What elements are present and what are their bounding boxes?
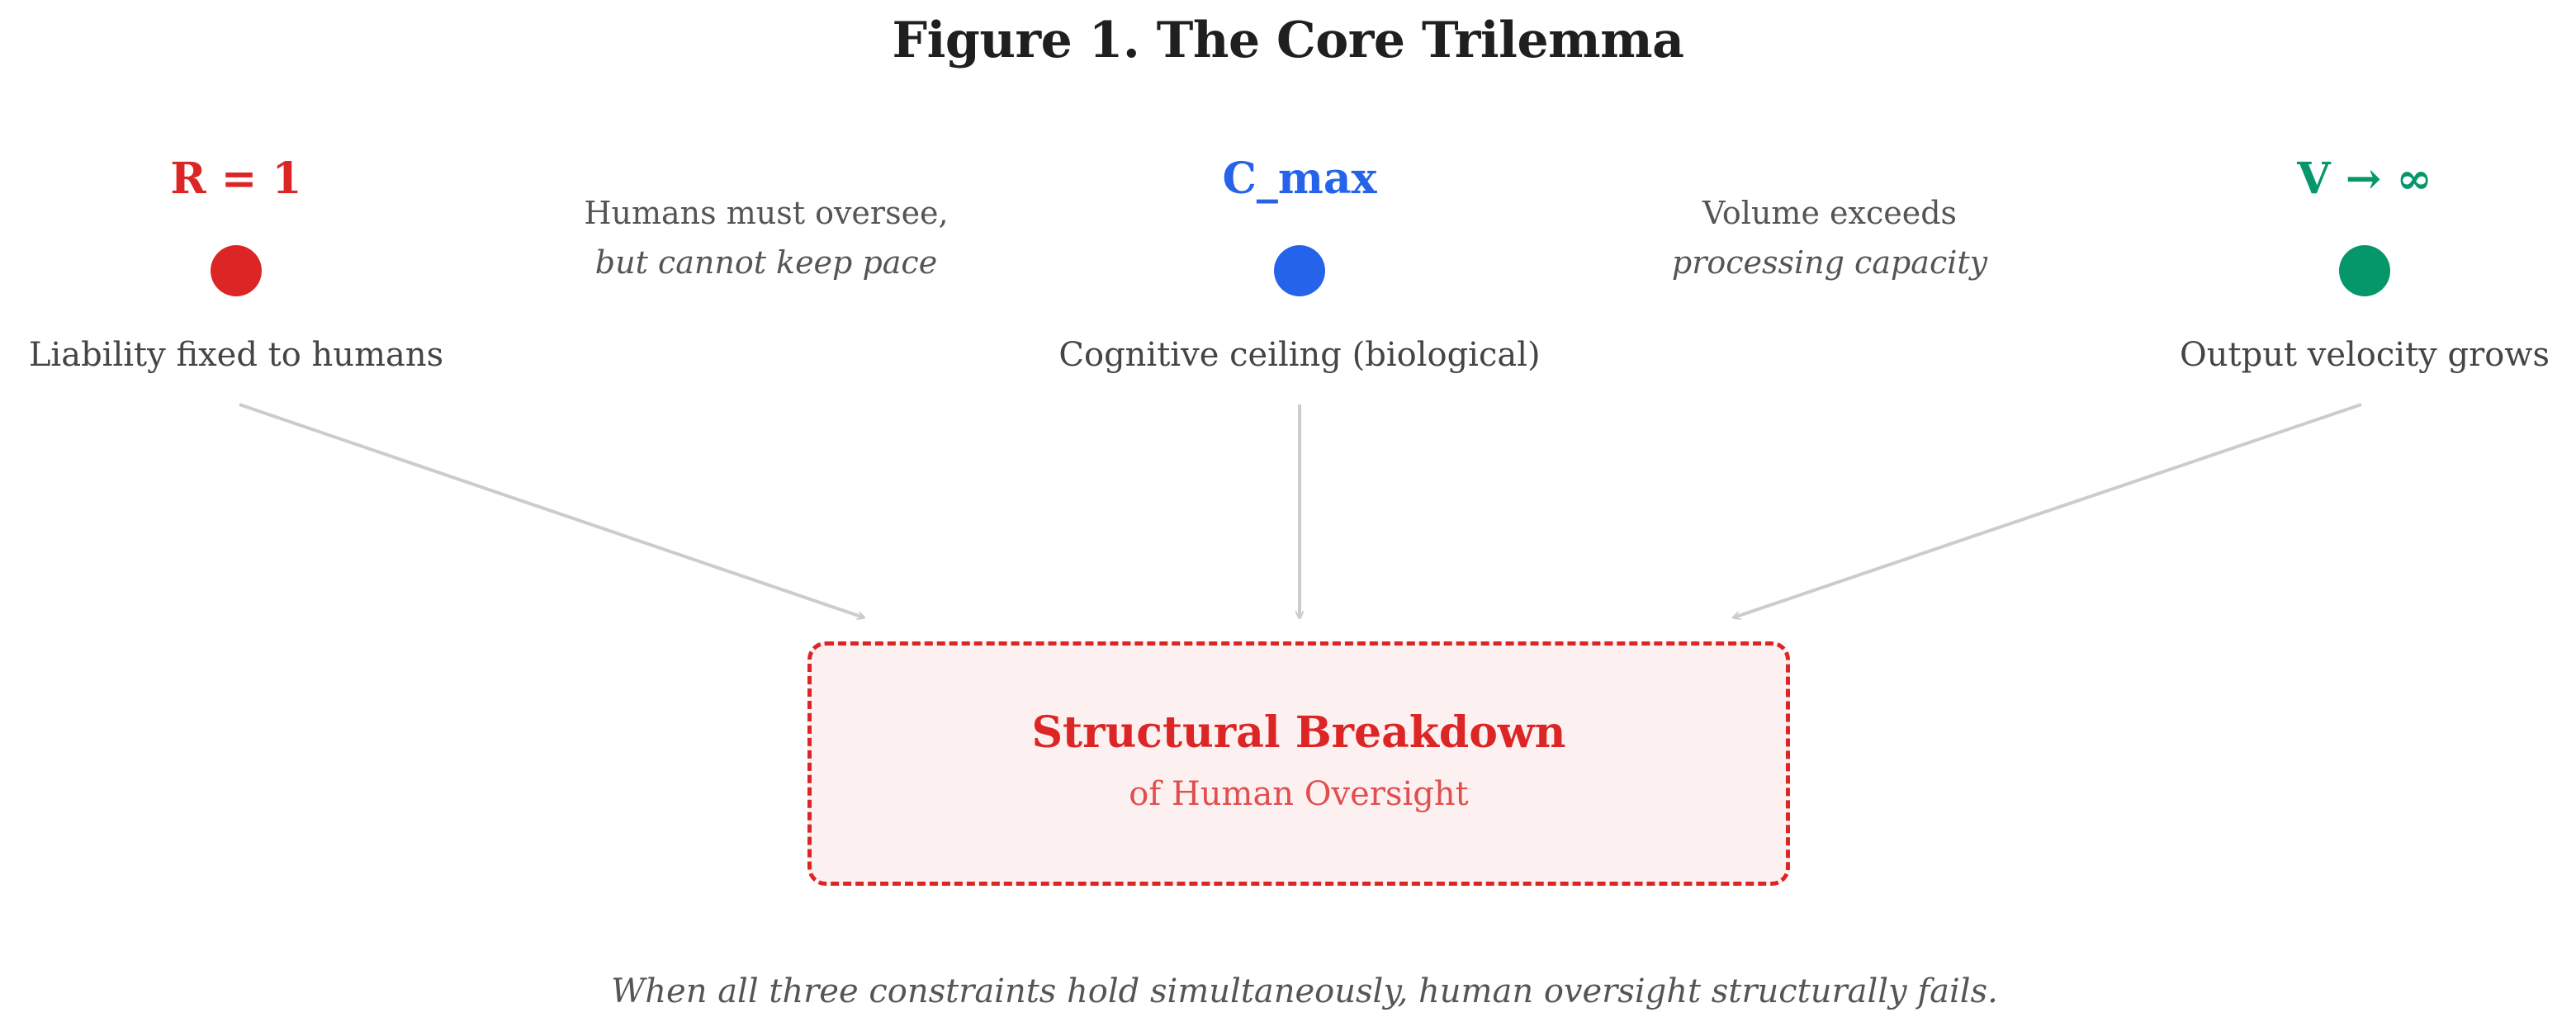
note-oversight-pace-line2: but cannot keep pace [594,244,938,281]
arrow-responsibility-to-outcome [239,403,864,617]
node-responsibility-dot [211,245,262,296]
node-velocity-dot [2339,245,2390,296]
node-responsibility-description: Liability fixed to humans [28,336,444,374]
node-capacity-description: Cognitive ceiling (biological) [1058,336,1541,374]
outcome-box: Structural Breakdown of Human Oversight [807,641,1790,886]
outcome-subtitle: of Human Oversight [1129,775,1469,813]
figure-title: Figure 1. The Core Trilemma [892,12,1684,69]
note-oversight-pace-line1: Humans must oversee, [584,195,949,231]
note-volume-capacity-line2: processing capacity [1671,244,1988,281]
node-capacity-label: C_max [1222,154,1377,204]
node-capacity-dot [1274,245,1325,296]
node-velocity-description: Output velocity grows [2179,336,2550,374]
note-volume-capacity: Volume exceeds processing capacity [1672,188,1987,287]
arrow-velocity-to-outcome [1734,403,2362,617]
outcome-title: Structural Breakdown [1031,707,1566,758]
note-volume-capacity-line1: Volume exceeds [1702,195,1958,231]
note-oversight-pace: Humans must oversee, but cannot keep pac… [584,188,948,287]
node-responsibility-label: R = 1 [170,154,302,204]
node-velocity-label: V → ∞ [2297,154,2432,204]
figure-caption: When all three constraints hold simultan… [611,972,1998,1010]
